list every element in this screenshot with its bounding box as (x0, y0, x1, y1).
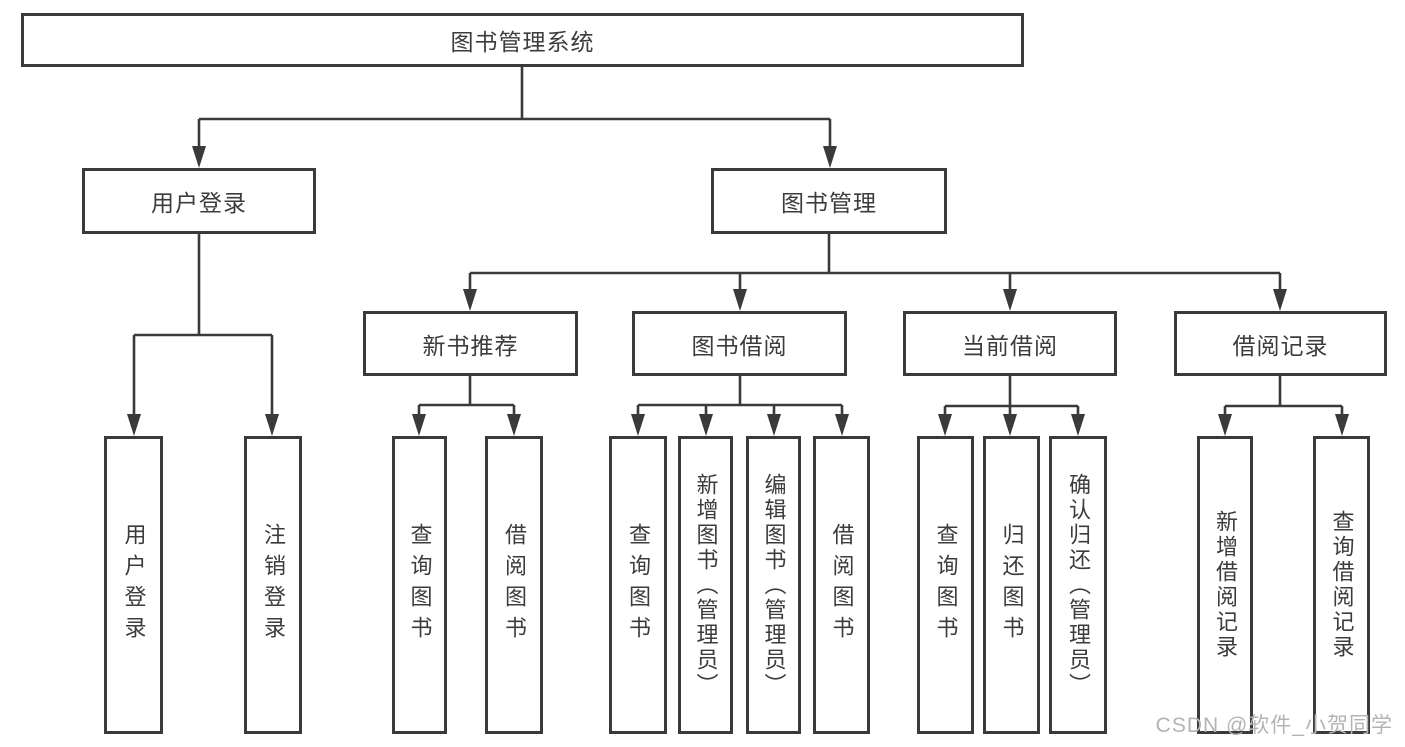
leaf-records-add-record: 新增借阅记录 (1197, 436, 1253, 734)
leaf-borrow-add-book-admin: 新增图书（管理员） (678, 436, 733, 734)
leaf-user-login-label: 用户登录 (121, 523, 147, 647)
leaf-borrow-edit-book-admin-label: 编辑图书（管理员） (761, 472, 787, 698)
leaf-current-return-book: 归还图书 (983, 436, 1040, 734)
leaf-current-query-book-label: 查询图书 (933, 523, 959, 647)
leaf-borrow-add-book-admin-label: 新增图书（管理员） (693, 472, 719, 698)
node-book-borrowing: 图书借阅 (632, 311, 847, 376)
leaf-borrow-query-book-label: 查询图书 (626, 523, 651, 647)
leaf-borrow-borrow-book: 借阅图书 (813, 436, 870, 734)
leaf-records-add-record-label: 新增借阅记录 (1213, 510, 1238, 660)
node-user-login-label: 用户登录 (151, 190, 247, 216)
node-root-system: 图书管理系统 (21, 13, 1024, 67)
leaf-logout: 注销登录 (244, 436, 302, 734)
node-current-borrowing: 当前借阅 (903, 311, 1117, 376)
leaf-records-query-record-label: 查询借阅记录 (1329, 510, 1355, 660)
leaf-logout-label: 注销登录 (261, 523, 286, 647)
leaf-borrow-edit-book-admin: 编辑图书（管理员） (746, 436, 801, 734)
leaf-current-query-book: 查询图书 (917, 436, 974, 734)
node-user-login: 用户登录 (82, 168, 316, 234)
leaf-records-query-record: 查询借阅记录 (1313, 436, 1370, 734)
node-new-book-recommend-label: 新书推荐 (422, 332, 519, 359)
leaf-current-confirm-return-admin-label: 确认归还（管理员） (1066, 472, 1091, 698)
node-current-borrowing-label: 当前借阅 (962, 332, 1058, 359)
leaf-newrec-borrow-book-label: 借阅图书 (502, 523, 527, 647)
leaf-borrow-query-book: 查询图书 (609, 436, 667, 734)
node-book-management: 图书管理 (711, 168, 947, 234)
leaf-user-login: 用户登录 (104, 436, 163, 734)
arrowhead-icons (127, 146, 1349, 436)
leaf-newrec-query-book-label: 查询图书 (407, 523, 433, 647)
leaf-current-return-book-label: 归还图书 (999, 523, 1025, 647)
node-book-management-label: 图书管理 (781, 190, 877, 216)
leaf-newrec-borrow-book: 借阅图书 (485, 436, 543, 734)
node-book-borrowing-label: 图书借阅 (691, 332, 788, 359)
leaf-current-confirm-return-admin: 确认归还（管理员） (1049, 436, 1107, 734)
node-root-system-label: 图书管理系统 (450, 29, 595, 55)
leaf-newrec-query-book: 查询图书 (392, 436, 447, 734)
node-new-book-recommend: 新书推荐 (363, 311, 578, 376)
leaf-borrow-borrow-book-label: 借阅图书 (829, 523, 855, 647)
node-borrowing-records-label: 借阅记录 (1232, 332, 1329, 359)
node-borrowing-records: 借阅记录 (1174, 311, 1387, 376)
csdn-watermark: CSDN @软件_小贺同学 (1155, 714, 1393, 737)
